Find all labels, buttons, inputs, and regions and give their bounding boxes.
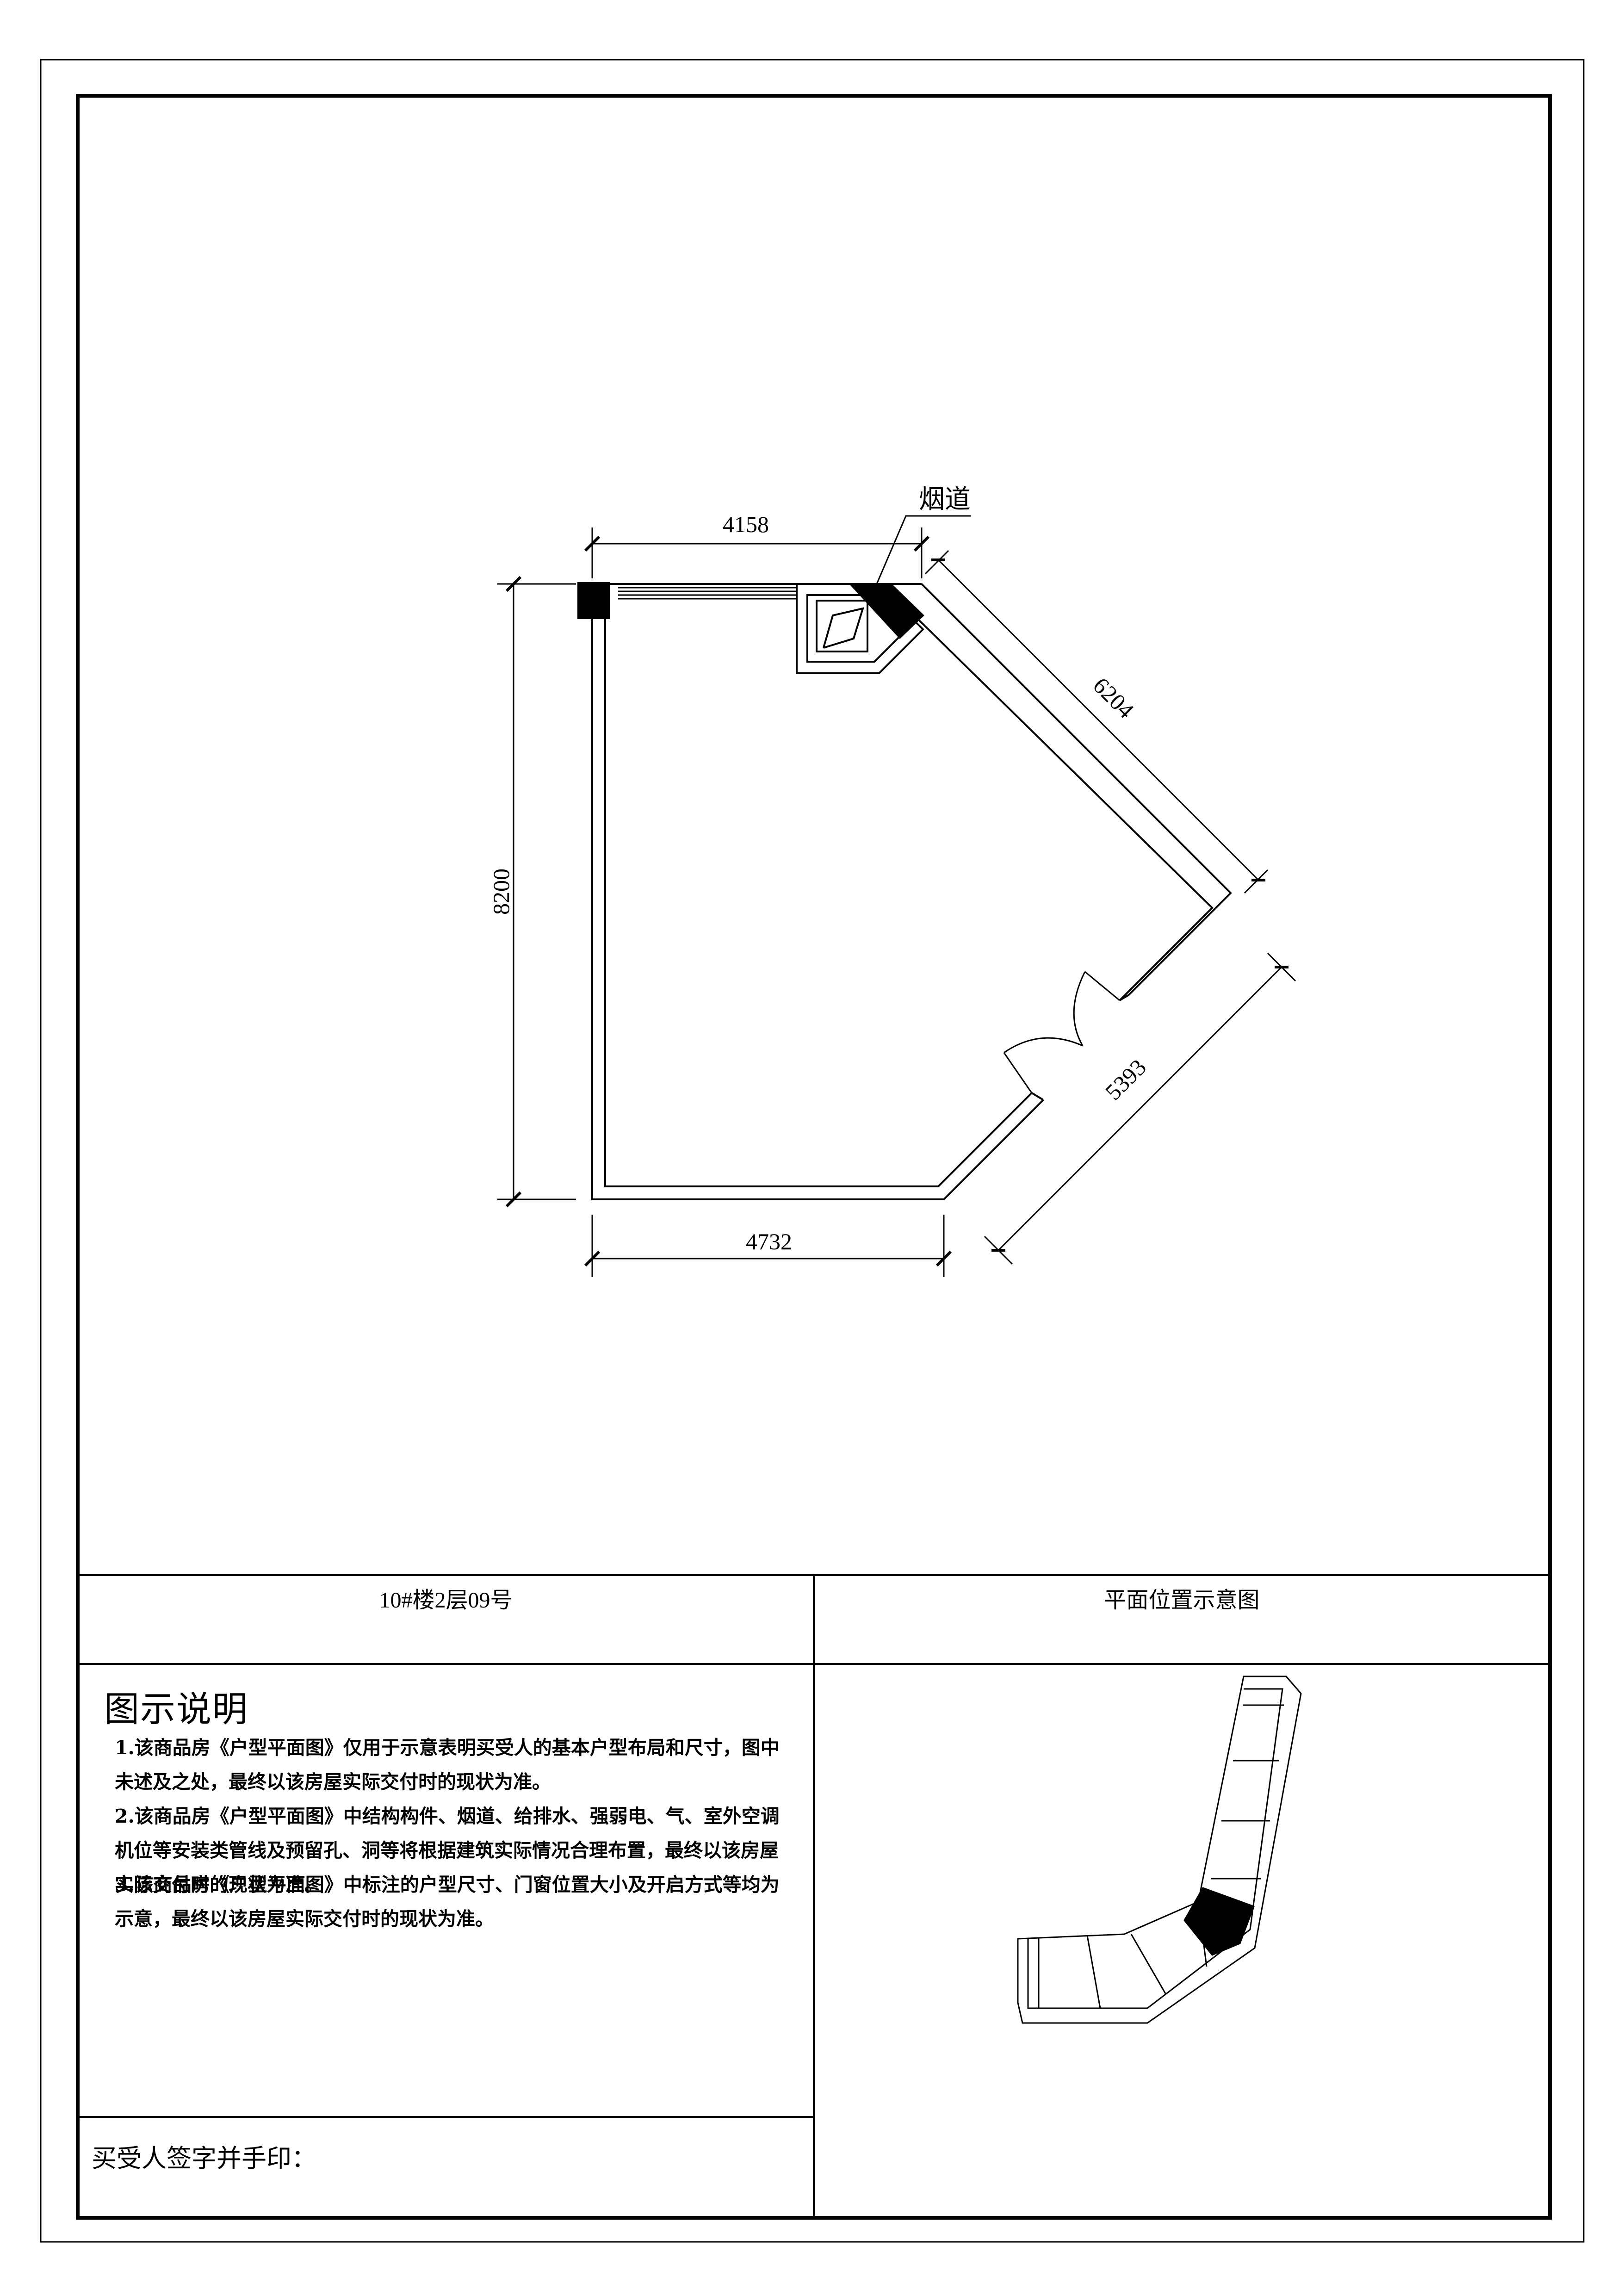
inner-wall-outline bbox=[604, 597, 1033, 1187]
wall-end-cap-lower bbox=[1031, 1092, 1044, 1101]
dim-top-width: 4158 bbox=[723, 511, 769, 537]
floor-plan bbox=[591, 583, 1232, 1200]
location-map-inner bbox=[1027, 1688, 1283, 2009]
wall-end-cap-upper bbox=[1119, 994, 1130, 1001]
legend-note-2: 2.该商品房《户型平面图》中结构构件、烟道、给排水、强弱电、气、室外空调机位等安… bbox=[115, 1805, 780, 1896]
dim-lower-diagonal: 5393 bbox=[1100, 1054, 1151, 1105]
outer-sheet-border bbox=[40, 59, 1585, 2243]
unit-title: 10#楼2层09号 bbox=[379, 1588, 513, 1613]
location-highlighted-unit bbox=[1183, 1887, 1255, 1956]
inner-wall-upper-right bbox=[915, 616, 1214, 1001]
outer-wall-upper-right bbox=[921, 583, 1232, 996]
dim-left-height: 8200 bbox=[488, 869, 514, 915]
dimension-lines bbox=[497, 515, 1296, 1277]
flue-shaft bbox=[796, 583, 924, 674]
door-leaf-upper bbox=[1084, 971, 1120, 1001]
legend-note-3: 3.该商品房《户型平面图》中标注的户型尺寸、门窗位置大小及开启方式等均为示意，最… bbox=[115, 1874, 780, 1930]
location-map-outline bbox=[1017, 1675, 1302, 2024]
dim-upper-diagonal: 6204 bbox=[1088, 672, 1139, 723]
flue-leader-line bbox=[876, 515, 971, 584]
door-leaf-lower bbox=[1003, 1052, 1033, 1093]
dim-bottom-width: 4732 bbox=[746, 1229, 792, 1254]
door-swing-upper bbox=[1073, 971, 1086, 1046]
location-map bbox=[1017, 1675, 1302, 2024]
legend-heading: 图示说明 bbox=[104, 1690, 248, 1729]
location-map-title: 平面位置示意图 bbox=[1104, 1588, 1260, 1613]
corner-column bbox=[577, 582, 610, 619]
door-swing-lower bbox=[1004, 1037, 1083, 1054]
door bbox=[1003, 971, 1120, 1093]
top-window bbox=[618, 587, 796, 600]
flue-label: 烟道 bbox=[919, 485, 971, 514]
outer-wall-outline bbox=[591, 584, 1044, 1200]
legend-note-1: 1.该商品房《户型平面图》仅用于示意表明买受人的基本户型布局和尺寸，图中未述及之… bbox=[115, 1737, 780, 1793]
signature-label: 买受人签字并手印： bbox=[92, 2145, 316, 2172]
